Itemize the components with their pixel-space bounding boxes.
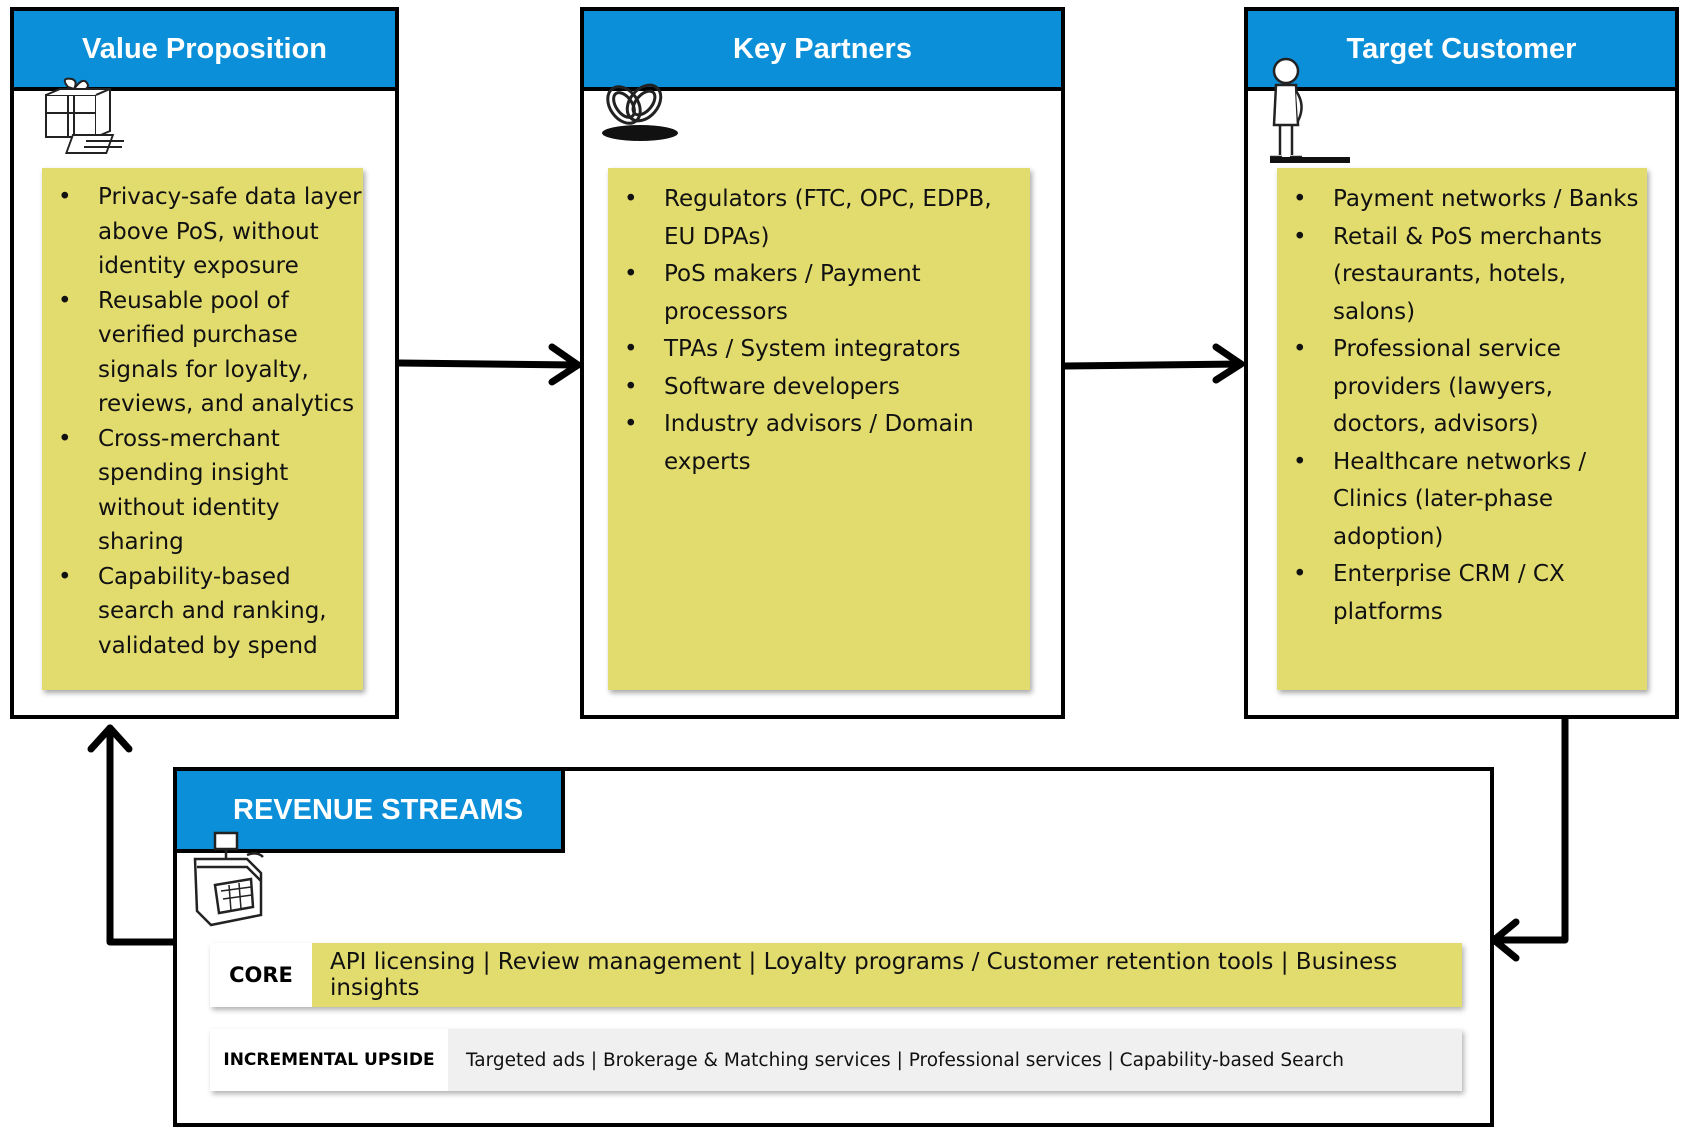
arrow-revenue-to-vp xyxy=(106,724,178,946)
arrowhead-tc-to-revenue xyxy=(1490,918,1520,962)
value-proposition-title: Value Proposition xyxy=(14,11,395,91)
arrowhead-revenue-to-vp xyxy=(87,724,133,753)
gift-box-icon xyxy=(45,77,124,154)
target-customer-title: Target Customer xyxy=(1248,11,1675,91)
list-item: Professional service providers (lawyers,… xyxy=(1277,331,1647,444)
list-item: Healthcare networks / Clinics (later-pha… xyxy=(1277,444,1647,557)
list-item: Privacy-safe data layer above PoS, witho… xyxy=(42,180,363,284)
standing-person-icon xyxy=(1270,57,1350,163)
arrow-tc-to-revenue xyxy=(1490,714,1569,944)
chain-links-icon xyxy=(602,83,678,141)
core-text: API licensing | Review management | Loya… xyxy=(312,943,1462,1007)
arrow-vp-to-kp xyxy=(395,359,582,369)
key-partners-title: Key Partners xyxy=(584,11,1061,91)
arrowhead-vp-to-kp xyxy=(548,343,582,386)
list-item: Payment networks / Banks xyxy=(1277,181,1647,219)
cash-register-icon xyxy=(193,831,264,927)
list-item: Industry advisors / Domain experts xyxy=(608,406,1030,481)
key-partners-note: Regulators (FTC, OPC, EDPB, EU DPAs) PoS… xyxy=(608,168,1030,690)
revenue-incremental-row: INCREMENTAL UPSIDE Targeted ads | Broker… xyxy=(210,1029,1462,1091)
list-item: TPAs / System integrators xyxy=(608,331,1030,369)
target-customer-note: Payment networks / Banks Retail & PoS me… xyxy=(1277,168,1647,690)
list-item: Regulators (FTC, OPC, EDPB, EU DPAs) xyxy=(608,181,1030,256)
revenue-core-row: CORE API licensing | Review management |… xyxy=(210,943,1462,1007)
incremental-upside-label: INCREMENTAL UPSIDE xyxy=(210,1029,448,1091)
arrow-kp-to-tc xyxy=(1061,360,1245,370)
incremental-text: Targeted ads | Brokerage & Matching serv… xyxy=(448,1029,1462,1091)
core-label: CORE xyxy=(210,943,312,1007)
list-item: Capability-based search and ranking, val… xyxy=(42,560,363,664)
list-item: Retail & PoS merchants (restaurants, hot… xyxy=(1277,219,1647,332)
list-item: Software developers xyxy=(608,369,1030,407)
list-item: Reusable pool of verified purchase signa… xyxy=(42,284,363,422)
list-item: PoS makers / Payment processors xyxy=(608,256,1030,331)
revenue-streams-title: REVENUE STREAMS xyxy=(177,771,565,853)
arrowhead-kp-to-tc xyxy=(1212,343,1245,384)
value-proposition-note: Privacy-safe data layer above PoS, witho… xyxy=(42,168,363,690)
list-item: Enterprise CRM / CX platforms xyxy=(1277,556,1647,631)
list-item: Cross-merchant spending insight without … xyxy=(42,422,363,560)
